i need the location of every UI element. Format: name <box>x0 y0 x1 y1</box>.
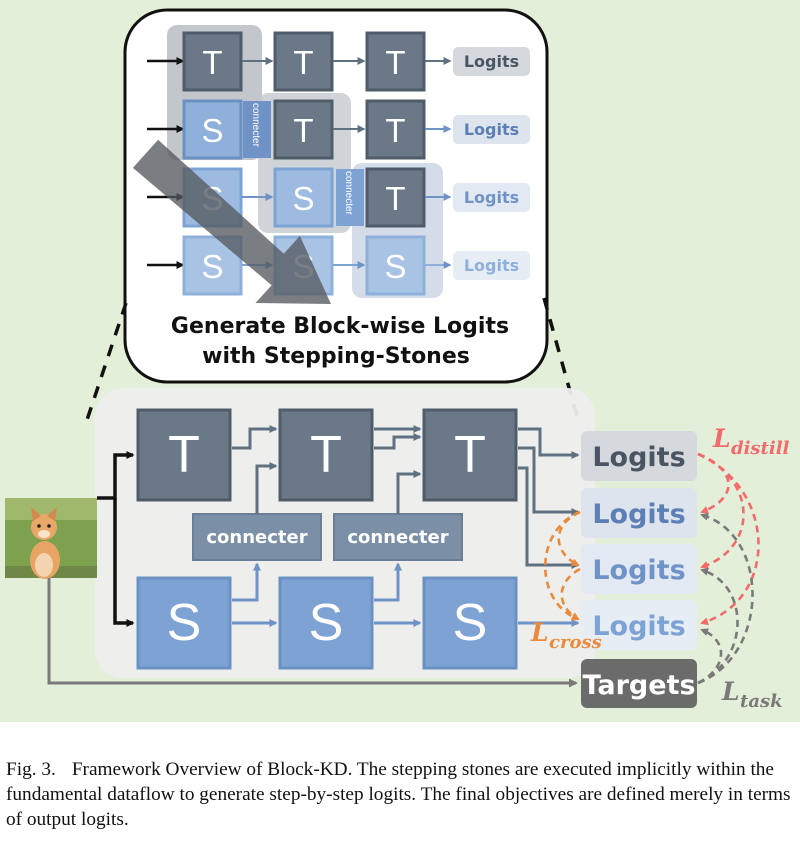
block-kd-diagram: T T T Logits S connecter T T Logits S <box>5 8 790 712</box>
top-row1-teacher-2: T <box>273 31 334 92</box>
top-panel-title-line2: with Stepping-Stones <box>202 344 470 369</box>
svg-text:T: T <box>168 426 200 484</box>
connecter-block-2: connecter <box>333 513 463 561</box>
logits-box-4: Logits <box>581 600 697 650</box>
svg-text:connecter: connecter <box>343 171 354 216</box>
top-row2-student-1: S <box>182 99 243 160</box>
caption-text: Framework Overview of Block-KD. The step… <box>6 759 791 830</box>
svg-text:connecter: connecter <box>250 103 261 148</box>
svg-text:Logits: Logits <box>592 499 685 530</box>
svg-text:T: T <box>385 112 405 149</box>
svg-text:S: S <box>167 594 202 652</box>
svg-text:T: T <box>310 426 342 484</box>
loss-distill-label: L distill <box>712 424 790 459</box>
svg-text:T: T <box>385 180 405 217</box>
figure-caption: Fig. 3.Framework Overview of Block-KD. T… <box>6 757 794 832</box>
svg-text:S: S <box>384 248 406 285</box>
diagonal-progress-arrow <box>132 139 331 304</box>
svg-text:T: T <box>385 44 405 81</box>
top-row3-logits: Logits <box>453 183 530 212</box>
svg-text:Logits: Logits <box>464 52 519 71</box>
svg-text:Logits: Logits <box>592 555 685 586</box>
svg-text:connecter: connecter <box>347 527 448 548</box>
svg-text:Logits: Logits <box>592 442 685 473</box>
teacher-block-2: T <box>278 408 374 502</box>
svg-text:Logits: Logits <box>592 611 685 642</box>
input-image <box>5 498 97 579</box>
svg-text:S: S <box>292 180 314 217</box>
top-row3-student-2: S <box>273 167 334 228</box>
loss-task-label: L task <box>721 677 783 712</box>
top-row1-logits: Logits <box>453 47 530 76</box>
svg-text:T: T <box>454 426 486 484</box>
logits-box-1: Logits <box>581 431 697 481</box>
top-row1-teacher-1: T <box>182 31 243 92</box>
task-loss-arrows <box>697 512 754 685</box>
loss-cross-label: L cross <box>530 618 602 653</box>
svg-text:S: S <box>201 112 223 149</box>
logits-box-3: Logits <box>581 544 697 594</box>
student-block-1: S <box>136 576 232 670</box>
svg-text:connecter: connecter <box>206 527 307 548</box>
cross-loss-arrows <box>544 510 581 621</box>
top-row1-teacher-3: T <box>365 31 426 92</box>
top-row2-logits: Logits <box>453 115 530 144</box>
svg-text:Logits: Logits <box>464 120 519 139</box>
top-row4-student-3: S <box>365 235 426 296</box>
student-block-2: S <box>278 576 374 670</box>
teacher-block-3: T <box>422 408 518 502</box>
top-row4-logits: Logits <box>453 251 530 280</box>
caption-label: Fig. 3. <box>6 759 56 780</box>
svg-text:S: S <box>201 248 223 285</box>
svg-text:S: S <box>309 594 344 652</box>
svg-text:T: T <box>293 44 313 81</box>
svg-text:L: L <box>721 677 740 706</box>
figure-area: T T T Logits S connecter T T Logits S <box>0 0 800 722</box>
svg-text:T: T <box>202 44 222 81</box>
distill-loss-arrows <box>697 452 760 626</box>
svg-text:L: L <box>712 424 731 453</box>
svg-text:task: task <box>740 691 783 712</box>
top-row2-teacher-2: T <box>273 99 334 160</box>
svg-text:T: T <box>293 112 313 149</box>
top-row2-connecter: connecter <box>243 101 271 158</box>
top-row2-teacher-3: T <box>365 99 426 160</box>
teacher-block-1: T <box>136 408 232 502</box>
logits-box-2: Logits <box>581 488 697 538</box>
svg-text:S: S <box>453 594 488 652</box>
svg-text:Logits: Logits <box>464 256 519 275</box>
svg-text:Targets: Targets <box>582 670 695 701</box>
connecter-block-1: connecter <box>192 513 322 561</box>
svg-text:Logits: Logits <box>464 188 519 207</box>
top-panel-title-line1: Generate Block-wise Logits <box>171 314 509 339</box>
svg-text:distill: distill <box>731 438 790 459</box>
student-block-3: S <box>422 576 518 670</box>
svg-text:cross: cross <box>549 632 602 653</box>
targets-box: Targets <box>581 659 697 708</box>
svg-text:L: L <box>530 618 549 647</box>
top-row3-connecter: connecter <box>336 169 364 226</box>
top-row3-teacher-3: T <box>365 167 426 228</box>
